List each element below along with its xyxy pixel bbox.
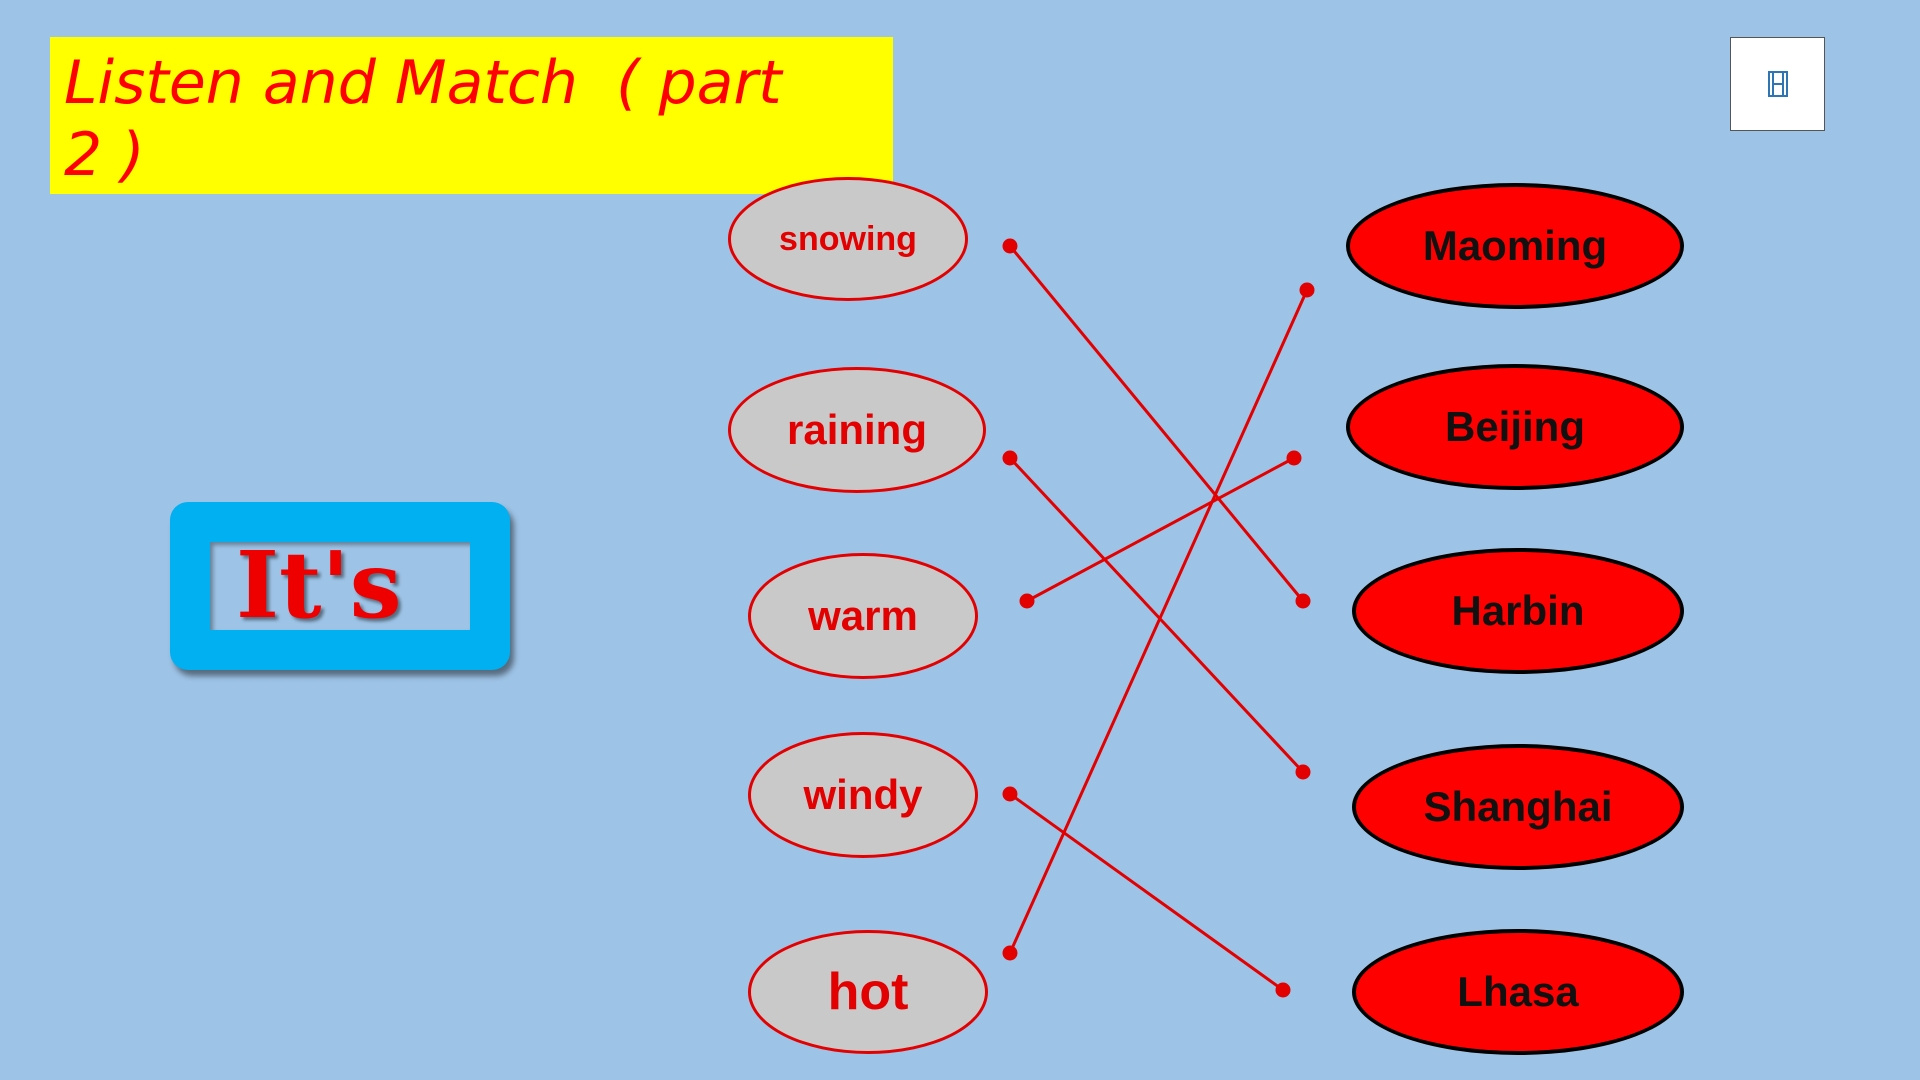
city-label: Beijing: [1444, 403, 1585, 450]
line-endpoint: [1295, 593, 1311, 609]
weather-oval-snowing[interactable]: snowing: [728, 177, 968, 301]
city-label: Lhasa: [1457, 968, 1579, 1015]
weather-label: raining: [786, 406, 927, 453]
city-label: Maoming: [1422, 222, 1608, 269]
weather-oval-hot[interactable]: hot: [748, 930, 988, 1054]
weather-oval-warm[interactable]: warm: [748, 553, 978, 679]
its-label: It's: [236, 531, 402, 639]
city-oval-harbin[interactable]: Harbin: [1352, 548, 1684, 674]
its-window: [210, 542, 470, 630]
match-line-hot-maoming: [1008, 289, 1309, 954]
its-frame: It's: [170, 502, 510, 670]
line-endpoint: [1286, 450, 1302, 466]
line-endpoint: [1019, 593, 1035, 609]
city-oval-shanghai[interactable]: Shanghai: [1352, 744, 1684, 870]
line-endpoint: [1275, 982, 1291, 998]
city-oval-maoming[interactable]: Maoming: [1346, 183, 1684, 309]
weather-label: hot: [827, 963, 909, 1021]
match-line-warm-beijing: [1026, 456, 1295, 603]
line-endpoint: [1002, 786, 1018, 802]
city-label: Harbin: [1451, 587, 1585, 634]
city-oval-beijing[interactable]: Beijing: [1346, 364, 1684, 490]
line-endpoint: [1295, 764, 1311, 780]
weather-oval-raining[interactable]: raining: [728, 367, 986, 493]
media-button[interactable]: [1730, 37, 1825, 131]
line-endpoint: [1299, 282, 1315, 298]
slide-title: Listen and Match ( part 2 ): [50, 37, 893, 194]
line-endpoint: [1002, 945, 1018, 961]
film-icon: [1767, 71, 1788, 97]
slide-title-text: Listen and Match ( part 2 ): [64, 48, 782, 190]
weather-label: warm: [808, 592, 918, 639]
match-line-raining-shanghai: [1008, 456, 1305, 774]
line-endpoint: [1002, 238, 1018, 254]
city-oval-lhasa[interactable]: Lhasa: [1352, 929, 1684, 1055]
match-line-windy-lhasa: [1009, 792, 1284, 992]
weather-oval-windy[interactable]: windy: [748, 732, 978, 858]
line-endpoint: [1002, 450, 1018, 466]
match-line-snowing-harbin: [1008, 245, 1305, 602]
weather-label: windy: [803, 771, 923, 818]
city-label: Shanghai: [1423, 783, 1613, 830]
weather-label: snowing: [779, 219, 917, 258]
